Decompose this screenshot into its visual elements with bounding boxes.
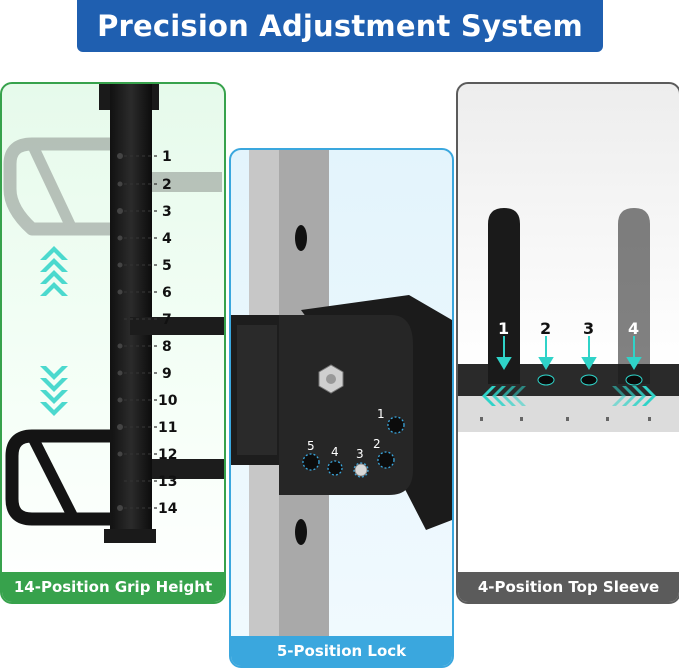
lock-plate (279, 315, 413, 495)
sleeve-solid (488, 208, 520, 384)
up-arrows (40, 246, 68, 296)
post-holes (117, 153, 123, 511)
sleeve-position-labels: 1 2 3 4 (498, 319, 639, 338)
top-sleeve-caption: 4-Position Top Sleeve (458, 572, 679, 602)
grip-pos-12: 12 (158, 447, 177, 463)
vertical-post (110, 84, 152, 539)
lock-pos-2: 2 (373, 437, 381, 451)
upright-hole-bottom (295, 519, 307, 545)
grip-pos-8: 8 (162, 339, 172, 355)
grip-height-panel: 1 2 3 4 5 6 7 8 9 10 11 12 13 14 14-Posi… (0, 82, 226, 604)
lock-caption: 5-Position Lock (231, 636, 452, 666)
grip-pos-4: 4 (162, 231, 172, 247)
down-arrows (40, 366, 68, 416)
top-sleeve-panel: 1 2 3 4 4-Position Top Sleeve (456, 82, 679, 604)
grip-position-labels: 1 2 3 4 5 6 7 8 9 10 11 12 13 14 (158, 149, 178, 517)
title-banner: Precision Adjustment System (77, 0, 603, 52)
grip-pos-11: 11 (158, 420, 177, 436)
bolt (318, 364, 344, 394)
grip-pos-6: 6 (162, 285, 172, 301)
sleeve-pos-4: 4 (628, 319, 639, 338)
grip-pos-10: 10 (158, 393, 178, 409)
lock-pin (354, 463, 368, 477)
sleeve-down-arrows (496, 336, 642, 370)
horizontal-chevrons (482, 386, 656, 406)
lock-pos-5: 5 (307, 439, 315, 453)
middle-bar (130, 317, 224, 335)
grip-height-caption: 14-Position Grip Height (2, 572, 224, 602)
lock-pos-3: 3 (356, 447, 364, 461)
grip-pos-14: 14 (158, 501, 178, 517)
sleeve-pos-1: 1 (498, 319, 509, 338)
grip-pos-5: 5 (162, 258, 172, 274)
banner-title: Precision Adjustment System (97, 9, 583, 43)
upright-hole-top (295, 225, 307, 251)
sleeve-ghost (618, 208, 650, 384)
grip-pos-3: 3 (162, 204, 172, 220)
lower-handle (5, 429, 224, 526)
grip-height-illustration: 1 2 3 4 5 6 7 8 9 10 11 12 13 14 (3, 84, 224, 543)
sleeve-pos-2: 2 (540, 319, 551, 338)
grip-pos-7: 7 (162, 312, 172, 328)
lock-panel: 1 2 3 4 5 5-Position Lock (229, 148, 454, 668)
sleeve-holes (537, 374, 643, 386)
top-sleeve-illustration: 1 2 3 4 (458, 208, 679, 432)
sleeve-pos-3: 3 (583, 319, 594, 338)
grip-pos-13: 13 (158, 474, 177, 490)
lock-position-labels: 1 2 3 4 5 (307, 407, 385, 461)
lock-pos-4: 4 (331, 445, 339, 459)
grip-pos-9: 9 (162, 366, 172, 382)
grip-pos-2: 2 (162, 177, 172, 193)
lock-illustration: 1 2 3 4 5 (231, 150, 452, 636)
lock-pos-1: 1 (377, 407, 385, 421)
grip-pos-1: 1 (162, 149, 172, 165)
ghost-handle (3, 137, 222, 236)
